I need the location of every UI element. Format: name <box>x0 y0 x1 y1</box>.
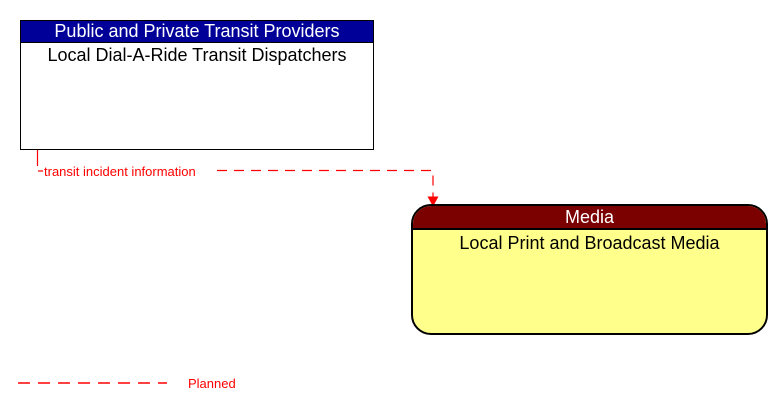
flow-dashed-line <box>217 169 434 197</box>
flow-label-transit-incident-information[interactable]: transit incident information <box>44 164 196 179</box>
entity-box-media[interactable]: Media Local Print and Broadcast Media <box>411 204 768 335</box>
legend-planned-label: Planned <box>188 376 236 391</box>
entity-element-name: Local Print and Broadcast Media <box>459 233 720 253</box>
entity-title-bar: Public and Private Transit Providers <box>21 21 373 43</box>
entity-element-name: Local Dial-A-Ride Transit Dispatchers <box>47 45 347 65</box>
entity-box-public-and-private-transit-providers[interactable]: Public and Private Transit Providers Loc… <box>20 20 374 150</box>
entity-title-bar: Media <box>413 206 766 230</box>
